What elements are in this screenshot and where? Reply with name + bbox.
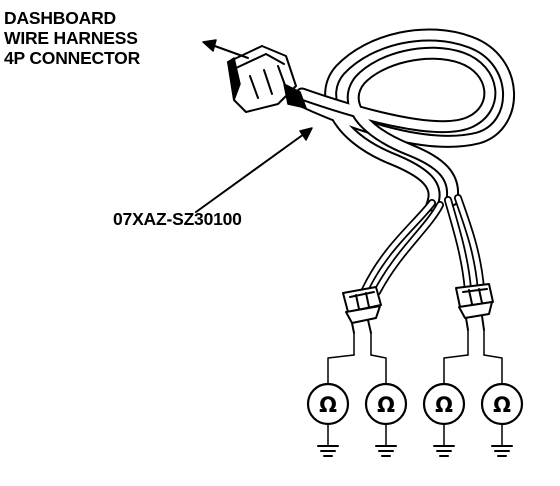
ground-icon [317,423,339,457]
harness-cable [293,28,516,212]
ohm-symbol-2: Ω [377,393,395,417]
part-number-leader-arrow [195,127,313,213]
ground-icon [491,423,513,457]
right-test-plug [455,283,494,356]
dashboard-4p-connector [227,45,307,113]
ground-icon [375,423,397,457]
callout-line-2: WIRE HARNESS [4,28,138,48]
left-branch-wires [361,199,444,296]
ohmmeter-1: Ω [306,382,350,457]
callout-line-1: DASHBOARD [4,8,116,28]
connector-callout-label: DASHBOARD WIRE HARNESS 4P CONNECTOR [4,8,140,68]
connector-leader-arrow [202,39,249,59]
ohmmeter-2: Ω [364,382,408,457]
part-number-label: 07XAZ-SZ30100 [113,209,242,229]
ohm-symbol-1: Ω [319,393,337,417]
ohm-symbol-4: Ω [493,393,511,417]
callout-line-3: 4P CONNECTOR [4,48,141,68]
ground-icon [433,423,455,457]
left-test-plug [342,286,382,356]
ohmmeter-4: Ω [480,382,524,457]
meter-leads [327,354,503,384]
ohm-symbol-3: Ω [435,393,453,417]
ohmmeter-3: Ω [422,382,466,457]
right-branch-wires [444,194,485,294]
